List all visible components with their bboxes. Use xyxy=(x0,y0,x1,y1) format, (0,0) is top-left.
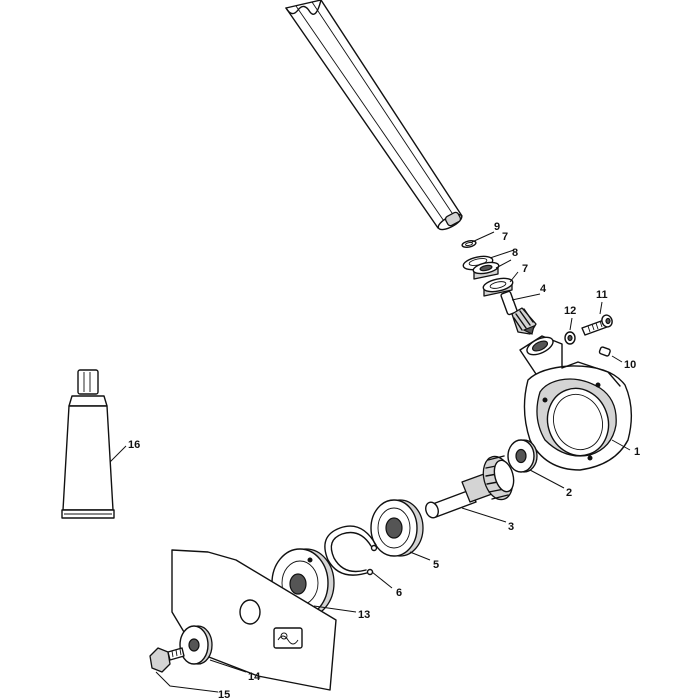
callout-14: 14 xyxy=(248,671,261,683)
circlip-6 xyxy=(324,525,378,576)
callout-7-lower: 7 xyxy=(522,263,528,275)
spindle-bevel-gear-3 xyxy=(425,455,515,519)
leader-lines xyxy=(109,231,631,693)
callout-16: 16 xyxy=(128,439,140,451)
needle-bearing-8 xyxy=(472,261,500,280)
cutting-blade xyxy=(171,549,337,691)
ring-7-lower xyxy=(482,277,514,297)
callout-9: 9 xyxy=(494,221,500,233)
hex-bolt-15 xyxy=(149,647,185,673)
circlip-9 xyxy=(461,240,477,248)
washer-12 xyxy=(564,331,576,345)
callout-10: 10 xyxy=(624,359,636,371)
callout-13: 13 xyxy=(358,609,370,621)
ball-bearing-2 xyxy=(507,439,538,473)
gear-housing-1 xyxy=(519,335,633,471)
callout-5: 5 xyxy=(433,559,439,571)
callout-15: 15 xyxy=(218,689,230,700)
callout-8: 8 xyxy=(512,247,518,259)
callout-12: 12 xyxy=(564,305,576,317)
grease-tube-16 xyxy=(61,369,115,519)
callout-6: 6 xyxy=(396,587,402,599)
callout-4: 4 xyxy=(540,283,547,295)
callout-7-upper: 7 xyxy=(502,231,508,243)
screw-11 xyxy=(581,314,613,336)
callout-1: 1 xyxy=(634,446,640,458)
bevel-pinion-4 xyxy=(500,290,537,335)
drive-tube xyxy=(285,0,463,231)
thrust-washer-14 xyxy=(179,625,213,665)
callout-11: 11 xyxy=(596,289,608,301)
ball-bearing-5 xyxy=(370,499,424,557)
callout-labels: 1 2 3 4 5 6 7 7 8 9 10 11 12 13 14 15 16 xyxy=(128,221,640,700)
callout-2: 2 xyxy=(566,487,572,499)
plug-10 xyxy=(598,346,611,357)
callout-3: 3 xyxy=(508,521,514,533)
